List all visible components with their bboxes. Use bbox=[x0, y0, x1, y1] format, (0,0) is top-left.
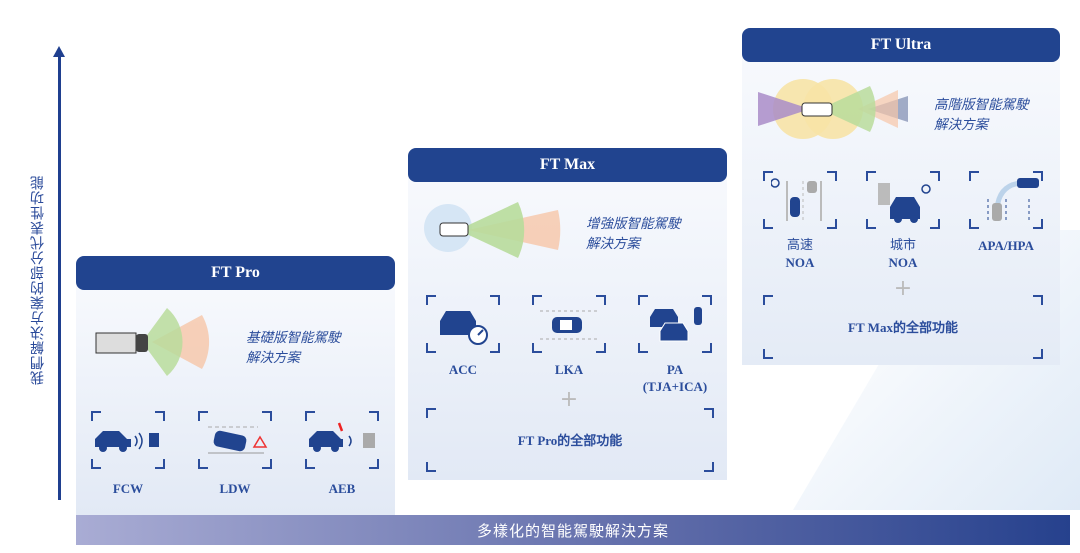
highway-car-icon bbox=[771, 178, 822, 221]
city-noa-icon-frame bbox=[866, 171, 940, 229]
pa-icon-frame bbox=[638, 295, 712, 353]
label-line: 高速 bbox=[786, 238, 813, 253]
ft-pro-header: FT Pro bbox=[76, 256, 395, 290]
ft-pro-all-features-frame: FT Pro的全部功能 bbox=[426, 408, 714, 472]
ft-pro-panel bbox=[76, 285, 395, 515]
city-car-icon bbox=[878, 183, 931, 223]
apa-hpa-icon-frame bbox=[969, 171, 1043, 229]
acc-icon-frame bbox=[426, 295, 500, 353]
bottom-banner: 多樣化的智能駕駛解決方案 bbox=[76, 515, 1070, 545]
feature-label-fcw: FCW bbox=[112, 481, 144, 496]
feature-label-city-noa: 城市 NOA bbox=[843, 237, 963, 271]
pa-label: PA bbox=[666, 362, 684, 377]
car-sensor-coverage-icon bbox=[424, 202, 561, 258]
ft-max-all-features-frame: FT Max的全部功能 bbox=[763, 295, 1043, 359]
feature-label-lka: LKA bbox=[554, 362, 584, 377]
feature-label-ldw: LDW bbox=[219, 481, 251, 496]
label-line: NOA bbox=[785, 255, 815, 270]
tagline-line: 增強版智能駕駛 bbox=[586, 216, 681, 232]
label-line: 城市 bbox=[889, 238, 916, 253]
emergency-brake-icon bbox=[309, 422, 375, 452]
ft-max-tagline: 增強版智能駕駛解決方案 bbox=[586, 214, 681, 254]
aeb-icon-frame bbox=[305, 411, 379, 469]
plus-icon: + bbox=[559, 387, 579, 412]
tagline-line: 基礎版智能駕駛 bbox=[246, 330, 341, 346]
includes-label: FT Pro的全部功能 bbox=[517, 433, 623, 448]
ft-ultra-tagline: 高階版智能駕駛解決方案 bbox=[934, 95, 1029, 135]
plus-icon: + bbox=[893, 276, 913, 301]
arrow-head-icon bbox=[53, 46, 65, 57]
highway-noa-icon-frame bbox=[763, 171, 837, 229]
lane-keep-icon bbox=[540, 310, 600, 340]
tagline-line: 解決方案 bbox=[586, 236, 640, 252]
full-sensor-coverage-icon bbox=[758, 79, 908, 139]
parking-icon bbox=[987, 178, 1039, 223]
includes-label: FT Max的全部功能 bbox=[848, 320, 958, 335]
fcw-icon-frame bbox=[91, 411, 165, 469]
ldw-icon-frame bbox=[198, 411, 272, 469]
feature-label-highway-noa: 高速 NOA bbox=[740, 237, 860, 271]
tagline-line: 高階版智能駕駛 bbox=[934, 97, 1029, 113]
pa-sublabel: (TJA+ICA) bbox=[642, 379, 708, 394]
y-axis-arrow bbox=[58, 56, 61, 500]
feature-label-aeb: AEB bbox=[328, 481, 356, 496]
car-signal-icon bbox=[95, 431, 159, 452]
truck-sensor-icon bbox=[95, 308, 210, 376]
lane-departure-icon bbox=[208, 426, 268, 454]
tagline-line: 解決方案 bbox=[246, 350, 300, 366]
axis-label: 我們解決方案的部分代表性功能 bbox=[30, 175, 46, 385]
feature-label-pa: PA (TJA+ICA) bbox=[615, 361, 735, 395]
ft-pro-tagline: 基礎版智能駕駛解決方案 bbox=[246, 328, 341, 368]
adaptive-cruise-icon bbox=[440, 311, 488, 345]
label-line: NOA bbox=[888, 255, 918, 270]
lka-icon-frame bbox=[532, 295, 606, 353]
tagline-line: 解決方案 bbox=[934, 117, 988, 133]
ft-max-header: FT Max bbox=[408, 148, 727, 182]
feature-label-acc: ACC bbox=[448, 362, 478, 377]
feature-label-apa-hpa: APA/HPA bbox=[978, 238, 1034, 253]
ft-ultra-header: FT Ultra bbox=[742, 28, 1060, 62]
traffic-jam-icon bbox=[650, 307, 702, 342]
